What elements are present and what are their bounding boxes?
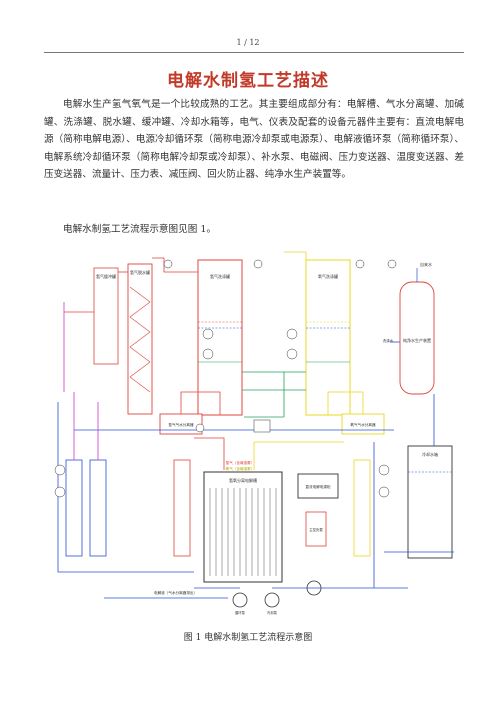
- hydrogen-buffer-tank-label: 氢气缓冲罐: [96, 273, 116, 279]
- water-piping: [57, 341, 454, 589]
- process-flow-diagram: 氢气缓冲罐 氢气脱水罐 氢气洗涤罐 氧气洗涤罐 纯净水生产装置 自来水 洗涤水 …: [44, 242, 464, 622]
- pure-water-unit: 纯净水生产装置 自来水 洗涤水: [383, 261, 435, 395]
- pure-water-unit-label: 纯净水生产装置: [403, 337, 431, 343]
- alkali-piping: [63, 302, 99, 460]
- hydrogen-buffer-tank: 氢气缓冲罐: [93, 267, 119, 365]
- wash-water-label: 洗涤水: [383, 338, 394, 343]
- intro-paragraph: 电解水生产氢气氧气是一个比较成熟的工艺。其主要组成部分有：电解槽、气水分离罐、加…: [44, 99, 464, 180]
- header-rule: [44, 52, 464, 53]
- cooling-tank-label: 冷却水箱: [422, 451, 438, 457]
- hydrogen-line-label: 氢气（含碱液雾）: [226, 460, 255, 465]
- document-title: 电解水制氢工艺描述: [167, 71, 329, 91]
- hydrogen-washer-label: 氢气洗涤罐: [210, 273, 230, 279]
- oxygen-separator: 氧气气水分离器: [341, 413, 385, 435]
- hydrogen-separator-label: 氢气气水分离器: [168, 422, 194, 427]
- oxygen-washer-label: 氧气洗涤罐: [318, 273, 338, 279]
- figure-caption: 图 1 电解水制氢工艺流程示意图: [183, 633, 313, 643]
- electrolyzer: 氢氧分离电解槽 氢气（含碱液雾） 氧气（含碱液雾）: [203, 460, 283, 583]
- dc-power-cabinet: 直流电解电源柜 主控负载: [297, 473, 339, 547]
- hydrogen-dehydrator: 氢气脱水罐: [127, 263, 153, 415]
- pump-cooling-label: 冷却泵: [267, 610, 278, 615]
- pump-circulation-label: 循环泵: [235, 610, 246, 615]
- instruments: [54, 259, 397, 498]
- figure-reference-paragraph: 电解水制氢工艺流程示意图见图 1。: [63, 224, 217, 235]
- pump-circulation: 循环泵: [232, 592, 248, 615]
- page-number: 1 / 12: [236, 38, 260, 47]
- oxygen-piping: [253, 251, 364, 470]
- electrolyzer-label: 氢氧分离电解槽: [229, 477, 257, 483]
- left-lye-columns: [65, 459, 371, 557]
- oxygen-washer: 氧气洗涤罐: [305, 259, 351, 416]
- cooling-water-tank: 冷却水箱: [407, 445, 453, 559]
- load-label: 主控负载: [309, 527, 323, 532]
- cooling-piping: [242, 371, 306, 418]
- tap-water-label: 自来水: [420, 261, 432, 267]
- hydrogen-dehydrator-label: 氢气脱水罐: [130, 269, 150, 275]
- drain-line-label: 电解液（气水分离器排出）: [154, 590, 197, 595]
- dc-power-label: 直流电解电源柜: [305, 484, 331, 489]
- hydrogen-separator: 氢气气水分离器: [159, 413, 203, 435]
- pump-cooling: 冷却泵: [264, 592, 280, 615]
- oxygen-line-label: 氧气（含碱液雾）: [226, 466, 255, 471]
- oxygen-separator-label: 氧气气水分离器: [350, 422, 376, 427]
